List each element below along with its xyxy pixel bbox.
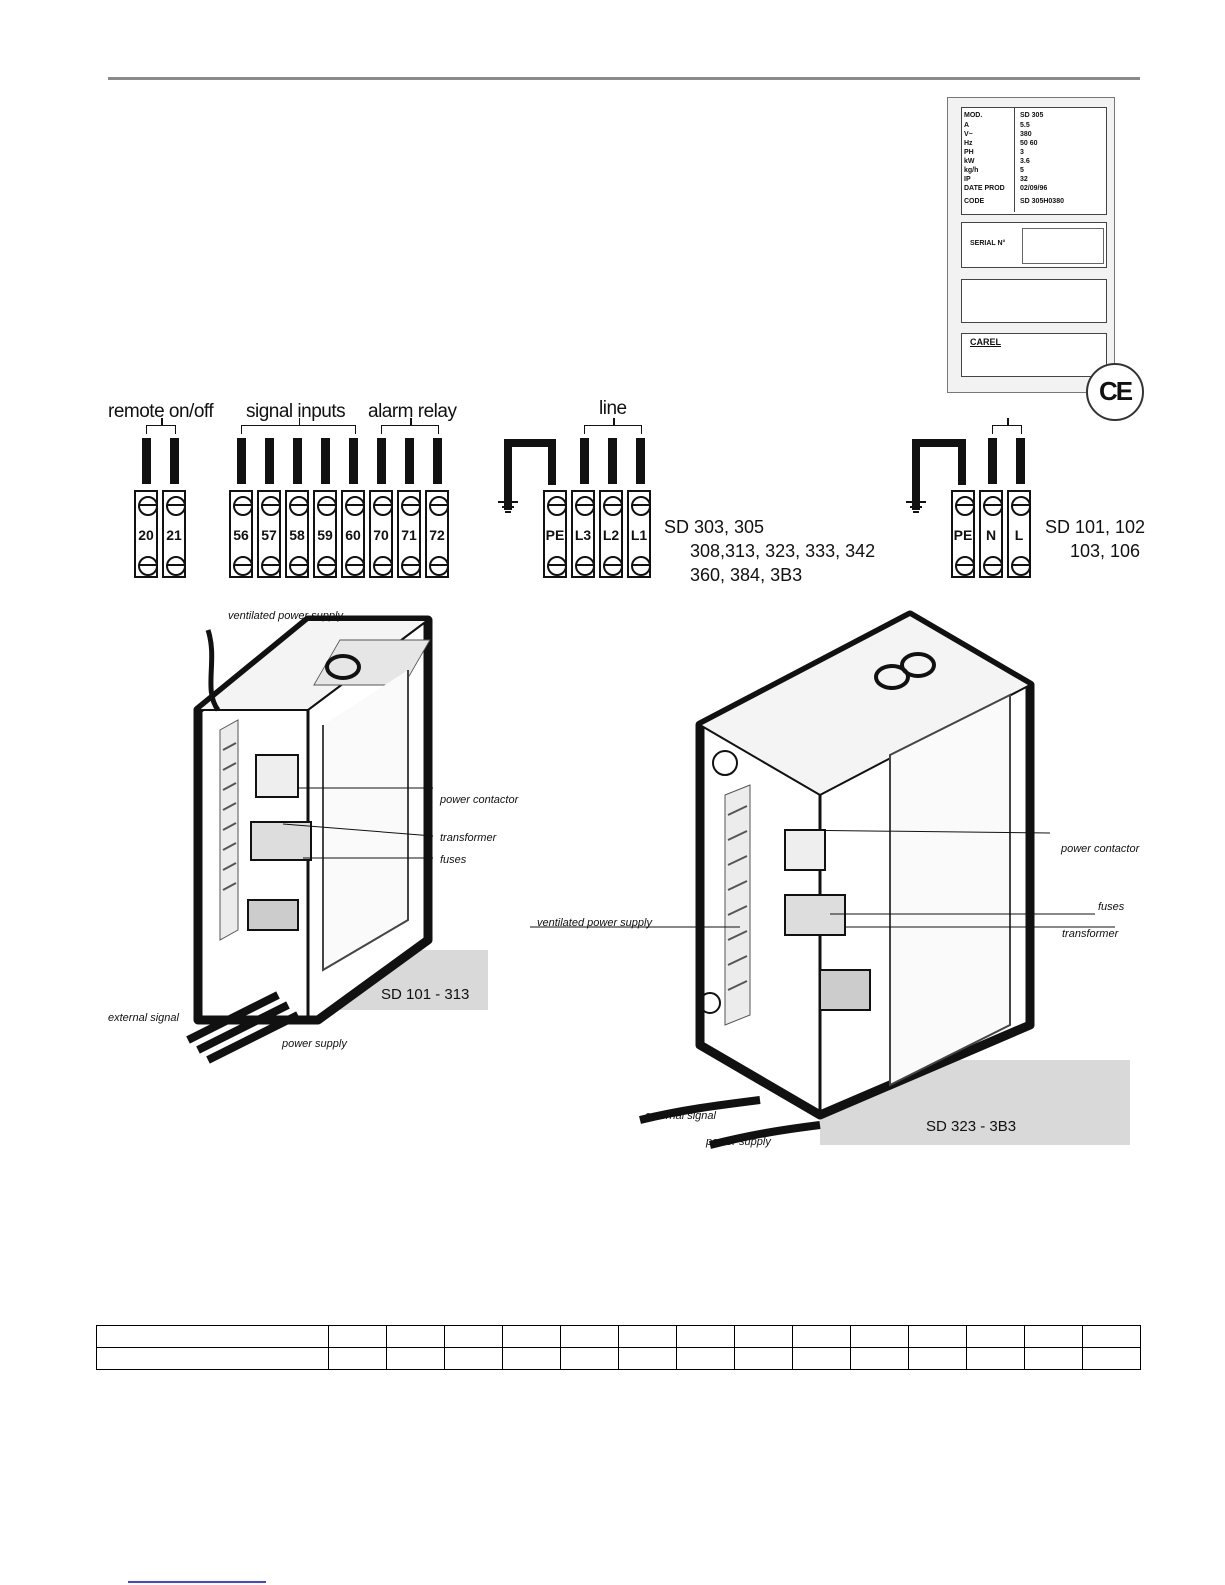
plate-value: 50 60 <box>1020 140 1038 147</box>
ground-icon <box>498 488 518 513</box>
plate-label: CODE <box>964 198 985 205</box>
terminal-56: 56 <box>229 490 253 578</box>
terminal-l3: L3 <box>571 490 595 578</box>
terminal-l1: L1 <box>627 490 651 578</box>
large-fuses-label: fuses <box>1098 901 1125 913</box>
table-row <box>96 1325 1141 1348</box>
three-phase-models-3: 360, 384, 3B3 <box>690 565 803 585</box>
large-ventilated-label: ventilated power supply <box>537 917 652 929</box>
single-phase-brace <box>992 418 1022 434</box>
blank-box <box>961 279 1107 323</box>
plate-label: MOD. <box>964 112 983 119</box>
plate-value: 32 <box>1020 176 1028 183</box>
serial-label: SERIAL N° <box>970 240 1006 247</box>
ground-wire-three-phase <box>504 439 556 510</box>
small-power-supply-label: power supply <box>282 1038 347 1050</box>
nameplate-spec-box <box>961 107 1107 215</box>
alarm-relay-label: alarm relay <box>368 401 457 422</box>
plate-value: 02/09/96 <box>1020 185 1048 192</box>
single-phase-models-1: SD 101, 102 <box>1045 517 1146 537</box>
plate-label: kW <box>964 158 975 165</box>
large-unit-illustration <box>530 610 1130 1149</box>
brand-logo: CAREL <box>970 337 1001 347</box>
plate-value: SD 305H0380 <box>1020 198 1064 205</box>
line-label: line <box>599 398 627 419</box>
terminal-pe: PE <box>951 490 975 578</box>
alarm-brace <box>381 418 439 434</box>
large-unit-tag: SD 323 - 3B3 <box>926 1118 1017 1135</box>
plate-value: 3.6 <box>1020 158 1030 165</box>
small-transformer-label: transformer <box>440 832 497 844</box>
terminal-n: N <box>979 490 1003 578</box>
table-row <box>96 1347 1141 1370</box>
ground-icon <box>906 488 926 513</box>
plate-label: V~ <box>964 131 973 138</box>
plate-label: Hz <box>964 140 973 147</box>
remote-brace <box>146 418 176 434</box>
footnote-rule <box>128 1581 266 1583</box>
terminal-58: 58 <box>285 490 309 578</box>
remote-on-off-label: remote on/off <box>108 401 214 422</box>
terminal-70: 70 <box>369 490 393 578</box>
brand-box: CAREL <box>961 333 1107 377</box>
top-rule <box>108 77 1140 80</box>
terminal-l2: L2 <box>599 490 623 578</box>
terminal-71: 71 <box>397 490 421 578</box>
large-contactor-label: power contactor <box>1061 843 1140 855</box>
small-unit-tag: SD 101 - 313 <box>381 986 470 1003</box>
plate-value: 3 <box>1020 149 1024 156</box>
three-phase-models-1: SD 303, 305 <box>664 517 765 537</box>
plate-value: SD 305 <box>1020 112 1044 119</box>
terminal-20: 20 <box>134 490 158 578</box>
line-brace <box>584 418 642 434</box>
small-ventilated-label: ventilated power supply <box>228 610 343 622</box>
terminal-57: 57 <box>257 490 281 578</box>
plate-value: 5 <box>1020 167 1024 174</box>
plate-value: 380 <box>1020 131 1032 138</box>
single-phase-models-2: 103, 106 <box>1070 541 1141 561</box>
large-power-supply-label: power supply <box>706 1136 771 1148</box>
plate-label: DATE PROD <box>964 185 1005 192</box>
signal-inputs-label: signal inputs <box>246 401 346 422</box>
large-external-signal-label: external signal <box>645 1110 716 1122</box>
terminal-60: 60 <box>341 490 365 578</box>
three-phase-models-2: 308,313, 323, 333, 342 <box>690 541 876 561</box>
spec-table <box>96 1325 1141 1370</box>
plate-label: PH <box>964 149 974 156</box>
ce-mark: CE <box>1086 363 1144 421</box>
terminal-72: 72 <box>425 490 449 578</box>
serial-box: SERIAL N° <box>961 222 1107 268</box>
small-contactor-label: power contactor <box>440 794 519 806</box>
plate-label: IP <box>964 176 971 183</box>
plate-label: kg/h <box>964 167 979 174</box>
small-fuses-label: fuses <box>440 854 467 866</box>
terminal-pe: PE <box>543 490 567 578</box>
terminal-59: 59 <box>313 490 337 578</box>
nameplate: MOD. SD 305 A 5.5 V~ 380 Hz 50 60 PH 3 k… <box>947 97 1115 393</box>
plate-value: 5.5 <box>1020 122 1030 129</box>
ground-wire-single-phase <box>912 439 966 510</box>
small-unit-illustration <box>186 615 488 1064</box>
terminal-l: L <box>1007 490 1031 578</box>
large-transformer-label: transformer <box>1062 928 1119 940</box>
small-external-signal-label: external signal <box>108 1012 179 1024</box>
signal-brace <box>241 418 356 434</box>
plate-label: A <box>964 122 970 129</box>
terminal-21: 21 <box>162 490 186 578</box>
